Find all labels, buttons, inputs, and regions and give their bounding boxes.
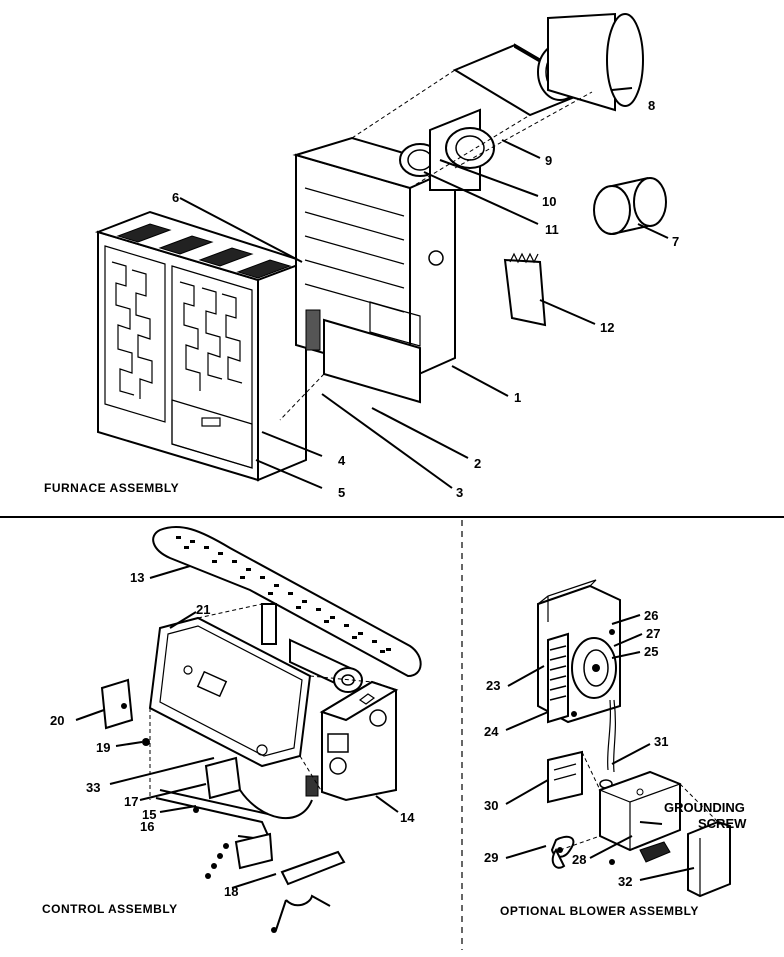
callout-14: 14	[400, 810, 415, 825]
grounding-label-line2: SCREW	[698, 816, 747, 831]
callout-31: 31	[654, 734, 668, 749]
callout-28: 28	[572, 852, 586, 867]
control-panel	[148, 616, 312, 768]
blower-assembly-title: OPTIONAL BLOWER ASSEMBLY	[500, 904, 699, 918]
callout-11: 11	[545, 222, 559, 237]
callout-26: 26	[644, 608, 658, 623]
callout-27: 27	[646, 626, 660, 641]
callout-18: 18	[224, 884, 238, 899]
callout-23: 23	[486, 678, 500, 693]
cover-plate	[687, 820, 731, 898]
callout-29: 29	[484, 850, 498, 865]
callout-24: 24	[484, 724, 499, 739]
control-assembly-drawing	[75, 525, 422, 933]
callout-9: 9	[545, 153, 552, 168]
control-assembly-title: CONTROL ASSEMBLY	[42, 902, 178, 916]
furnace-assembly-title: FURNACE ASSEMBLY	[44, 481, 179, 495]
vent-cap	[547, 12, 616, 112]
callout-25: 25	[644, 644, 658, 659]
callout-33: 33	[86, 780, 100, 795]
callout-16: 16	[140, 819, 154, 834]
callout-12: 12	[600, 320, 614, 335]
callout-7: 7	[672, 234, 679, 249]
callout-1: 1	[514, 390, 521, 405]
callout-15: 15	[142, 807, 156, 822]
callout-5: 5	[338, 485, 345, 500]
callout-2: 2	[474, 456, 481, 471]
callout-17: 17	[124, 794, 138, 809]
blower-assembly-drawing	[505, 579, 731, 898]
callout-30: 30	[484, 798, 498, 813]
callout-8: 8	[648, 98, 655, 113]
callout-21: 21	[196, 602, 210, 617]
callout-3: 3	[456, 485, 463, 500]
callout-4: 4	[338, 453, 346, 468]
furnace-assembly-drawing	[94, 12, 669, 489]
callout-19: 19	[96, 740, 110, 755]
callout-32: 32	[618, 874, 632, 889]
callout-10: 10	[542, 194, 556, 209]
cabinet-side	[257, 260, 307, 482]
grounding-label-line1: GROUNDING	[664, 800, 745, 815]
bracket-12	[503, 258, 547, 327]
callout-20: 20	[50, 713, 64, 728]
callout-13: 13	[130, 570, 144, 585]
callout-6: 6	[172, 190, 179, 205]
